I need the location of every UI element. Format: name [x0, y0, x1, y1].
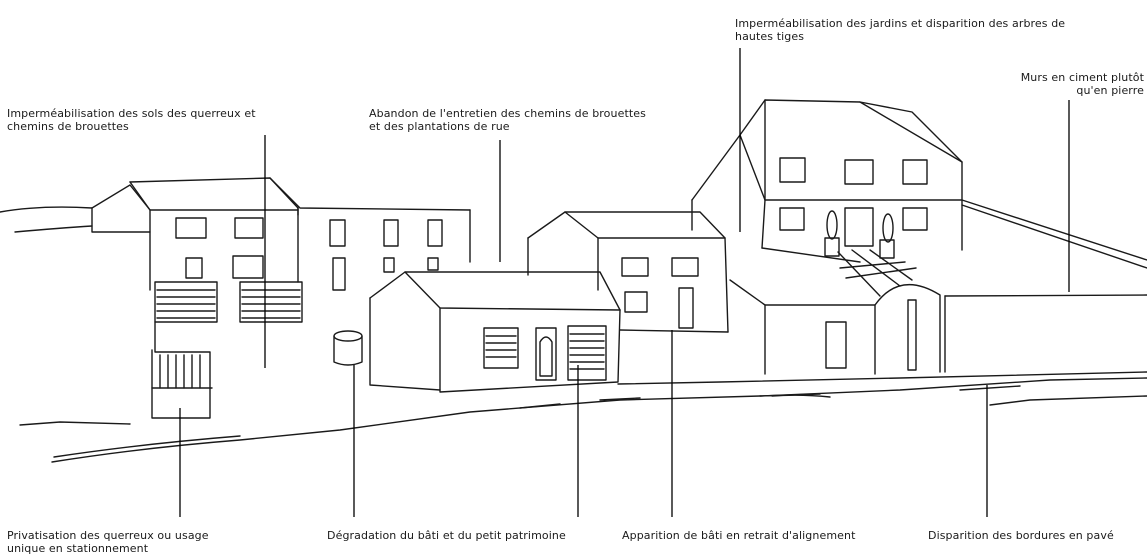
label-privatisation: Privatisation des querreux ou usage uniq…	[7, 529, 209, 555]
hill-line-left	[0, 206, 93, 213]
hill-line-left-lower	[14, 225, 93, 233]
label-degradation: Dégradation du bâti et du petit patrimoi…	[327, 529, 566, 542]
middle-house	[527, 211, 729, 333]
road-lines	[19, 371, 1147, 463]
large-house	[691, 99, 1147, 375]
center-garage	[333, 271, 621, 393]
label-murs: Murs en ciment plutôt qu'en pierre	[1020, 71, 1144, 97]
label-jardins: Imperméabilisation des jardins et dispar…	[735, 17, 1066, 43]
label-retrait: Apparition de bâti en retrait d'aligneme…	[622, 529, 856, 542]
label-bordures: Disparition des bordures en pavé	[928, 529, 1114, 542]
sketch-drawing	[0, 99, 1147, 463]
left-house-row	[91, 177, 471, 419]
label-querreux-sols: Imperméabilisation des sols des querreux…	[7, 107, 256, 133]
leader-lines	[179, 48, 1070, 517]
label-chemins-abandon: Abandon de l'entretien des chemins de br…	[369, 107, 646, 133]
